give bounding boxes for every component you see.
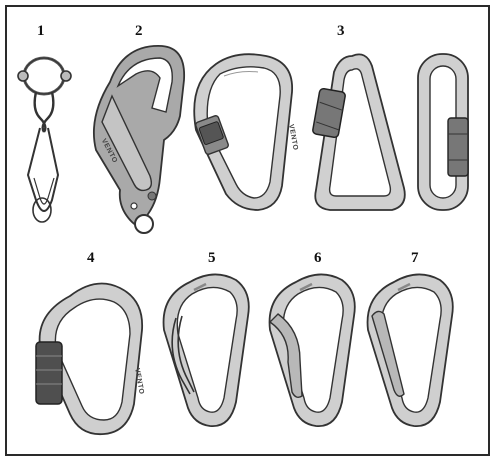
twistlock-carabiner-icon: VENTO bbox=[35, 282, 145, 436]
bentgate-carabiner-icon bbox=[268, 273, 356, 427]
scaffold-hook-icon: VENTO bbox=[93, 45, 185, 234]
carabiner-oval-link-icon bbox=[17, 56, 72, 223]
straightgate-carabiner-icon bbox=[366, 273, 454, 427]
wiregate-carabiner-icon bbox=[162, 273, 250, 427]
label-2: 2 bbox=[135, 23, 143, 39]
brand-label-twistlock: VENTO bbox=[133, 368, 145, 395]
label-7: 7 bbox=[411, 250, 419, 266]
label-5: 5 bbox=[208, 250, 216, 266]
brand-label-screwgate: VENTO bbox=[287, 124, 299, 151]
label-3: 3 bbox=[337, 23, 345, 39]
label-6: 6 bbox=[314, 250, 322, 266]
label-1: 1 bbox=[37, 23, 45, 39]
pear-quicklink-icon bbox=[312, 53, 406, 211]
label-4: 4 bbox=[87, 250, 95, 266]
oval-quicklink-icon bbox=[417, 53, 469, 211]
screwgate-carabiner-icon: VENTO bbox=[193, 53, 299, 211]
